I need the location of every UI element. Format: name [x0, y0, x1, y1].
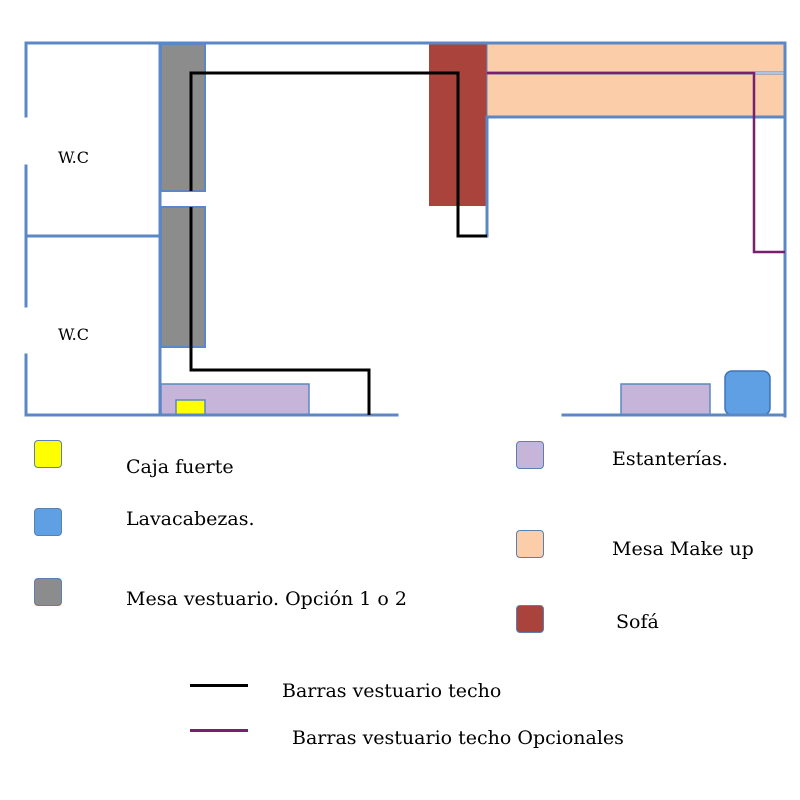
makeup-table-swatch	[516, 530, 544, 558]
wardrobe-table-option-2	[160, 206, 206, 348]
safe-legend-label: Caja fuerte	[126, 456, 234, 478]
wc-label-bottom: W.C	[58, 325, 89, 344]
optional-ceiling-bars-route	[487, 71, 785, 254]
shelves-right	[620, 383, 711, 416]
makeup-table-bottom	[486, 73, 785, 118]
sofa-swatch	[516, 605, 544, 633]
wc-label-top: W.C	[58, 148, 89, 167]
sink-legend-label: Lavacabezas.	[126, 508, 255, 530]
makeup-table-top	[486, 43, 785, 73]
sink	[724, 370, 771, 416]
shelves-legend-label: Estanterías.	[612, 448, 728, 470]
sink-swatch	[34, 508, 62, 536]
optional-ceiling-bars-swatch	[190, 729, 248, 732]
ceiling-bars-route	[189, 71, 487, 238]
makeup-table-legend-label: Mesa Make up	[612, 538, 754, 560]
ceiling-bars-swatch	[190, 684, 248, 687]
wardrobe-table-swatch	[34, 578, 62, 606]
walls	[24, 41, 787, 418]
ceiling-bars-legend-label: Barras vestuario techo	[282, 680, 502, 702]
ceiling-bars-route-lower	[189, 207, 371, 415]
wardrobe-table-option-1	[160, 43, 206, 192]
wardrobe-table-legend-label: Mesa vestuario. Opción 1 o 2	[126, 588, 407, 610]
optional-ceiling-bars-legend-label: Barras vestuario techo Opcionales	[292, 727, 624, 749]
sofa-legend-label: Sofá	[616, 611, 659, 633]
safe	[175, 399, 206, 416]
safe-swatch	[34, 440, 62, 468]
shelves-swatch	[516, 441, 544, 469]
